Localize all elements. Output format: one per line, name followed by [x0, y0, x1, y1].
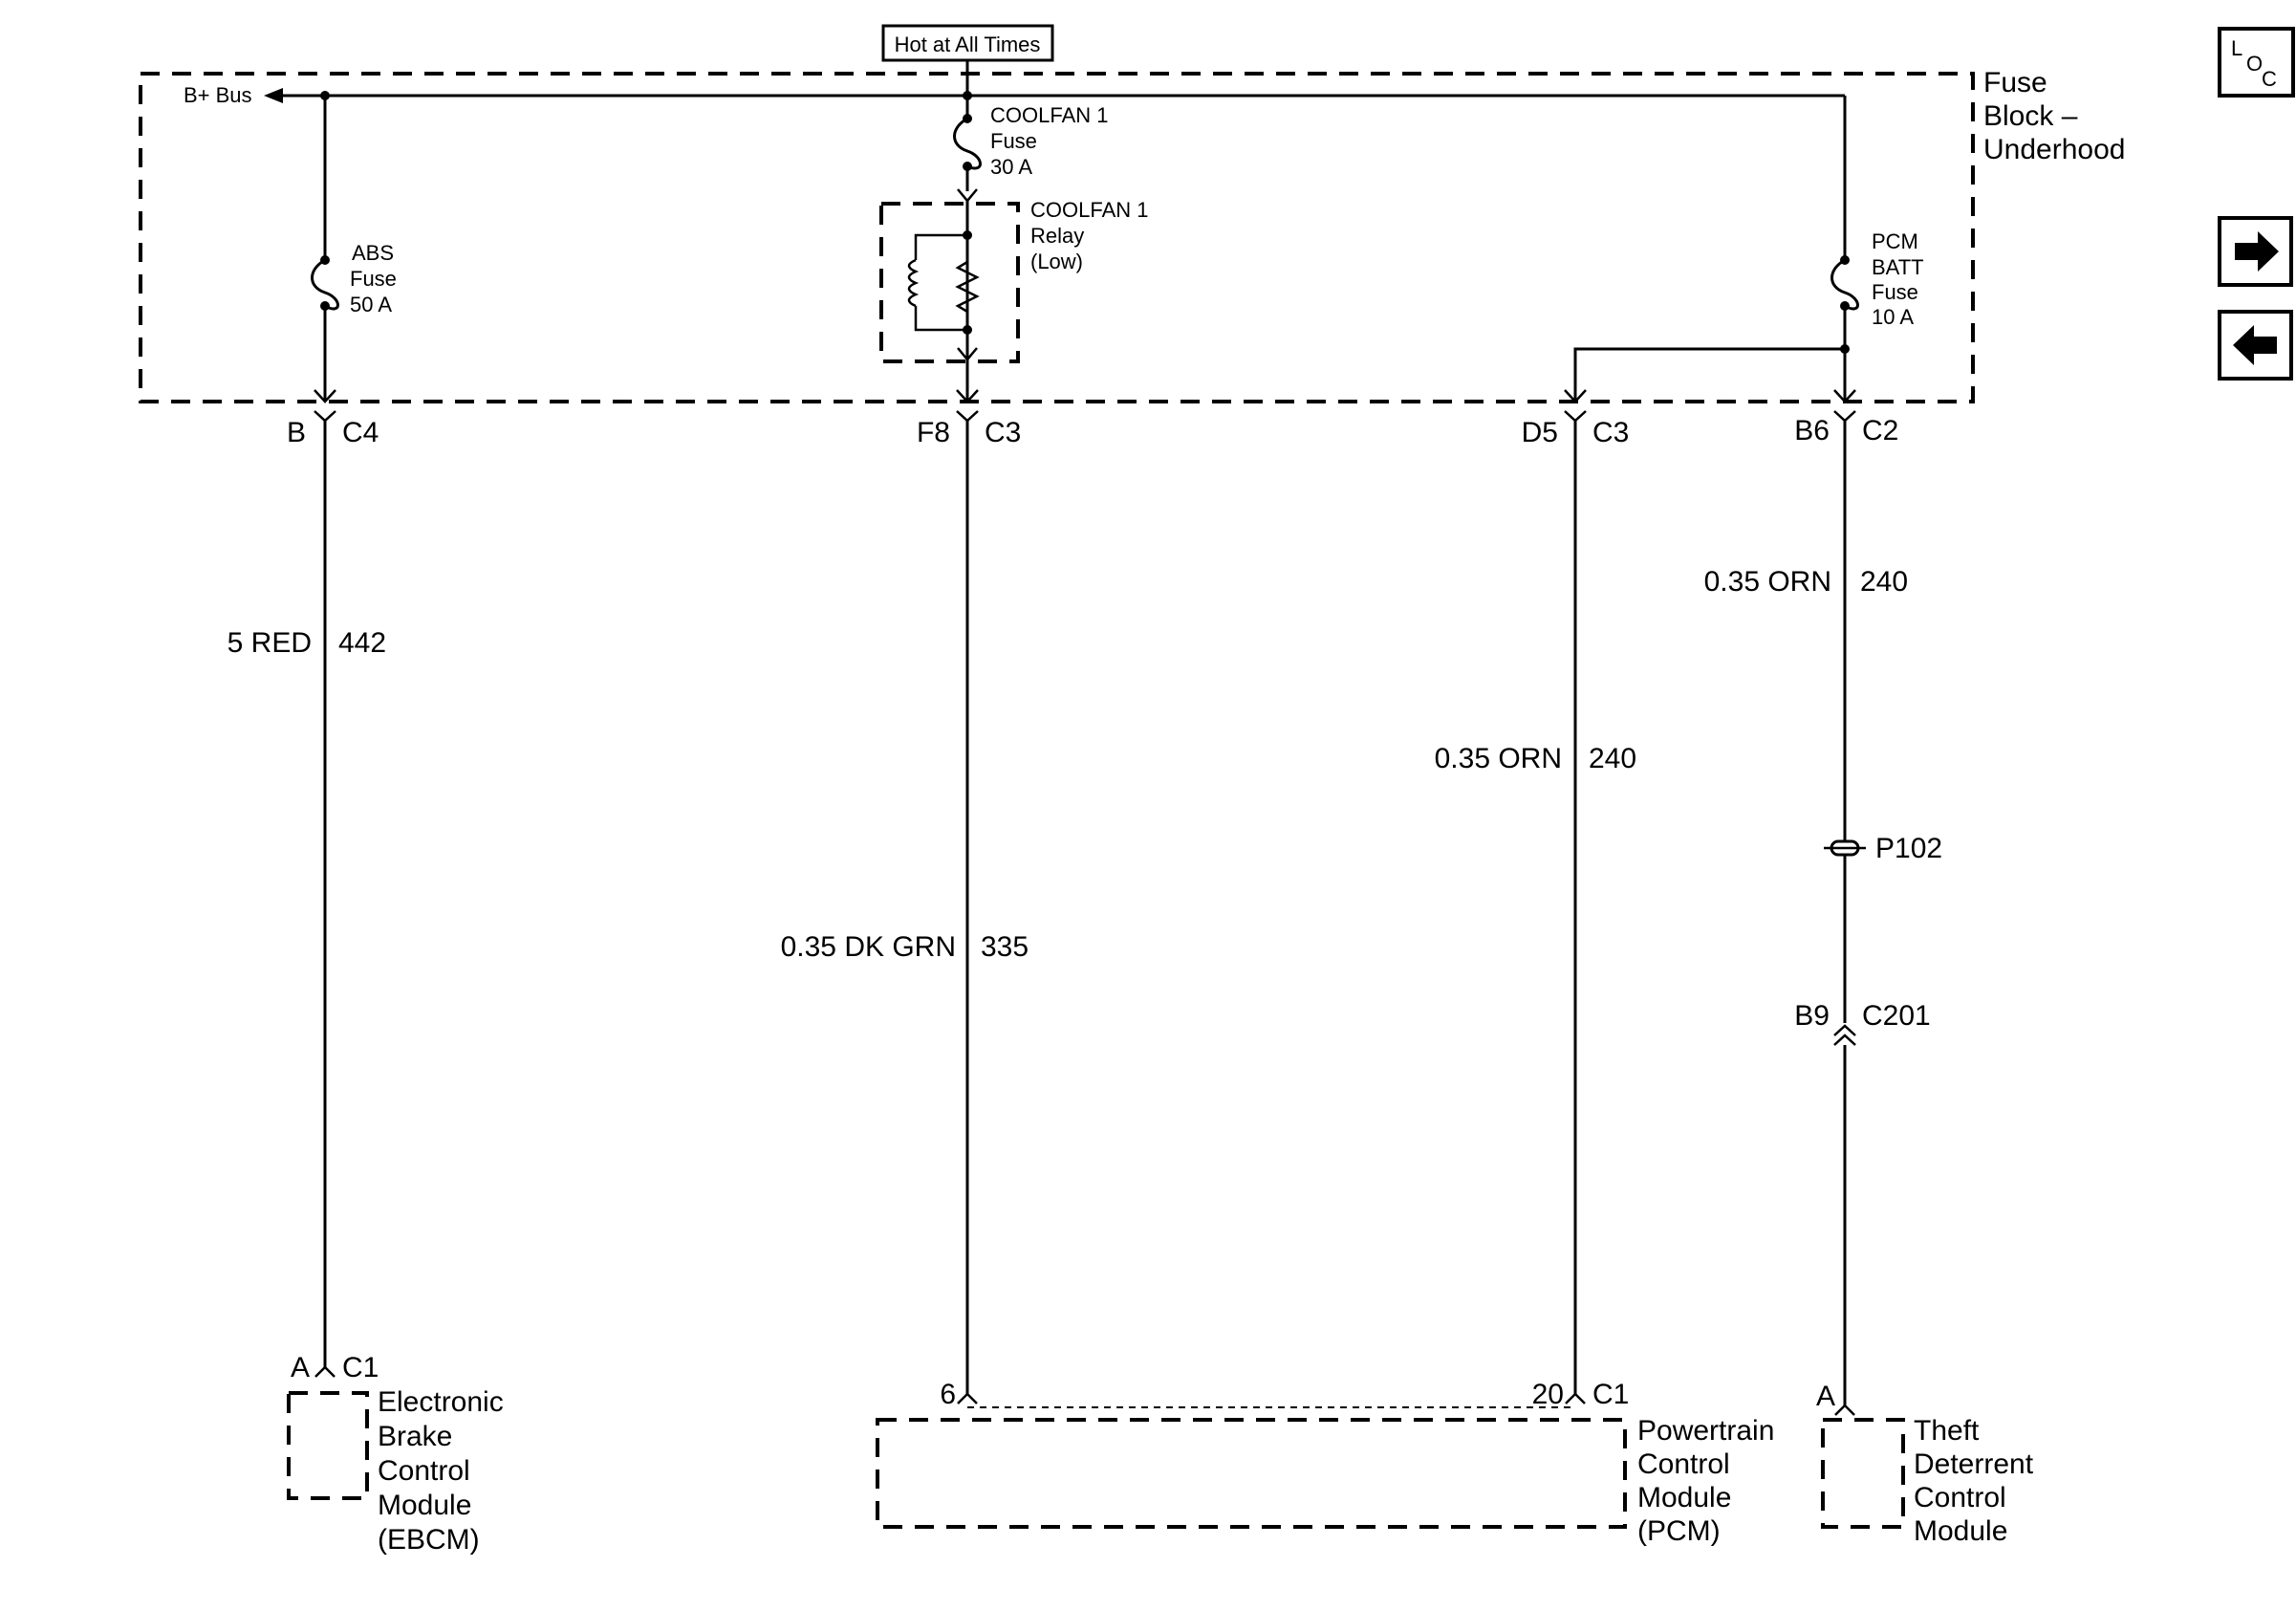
connector-c201	[1833, 1024, 1856, 1046]
wire-442-color: 5 RED	[227, 627, 312, 659]
tdcm-module-label: Theft Deterrent Control Module	[1914, 1415, 2041, 1547]
ebcm-module-box	[287, 1391, 369, 1500]
wire-335-circuit: 335	[981, 931, 1029, 963]
connector-pcm-pin6-label: 6	[940, 1379, 956, 1410]
connector-ebcm-c1	[314, 1365, 336, 1378]
pcm-module-box	[876, 1418, 1627, 1529]
loc-icon[interactable]	[2218, 27, 2295, 98]
connector-ebcm-c1-name: C1	[342, 1352, 379, 1383]
coolfan-relay-label: COOLFAN 1 Relay (Low)	[1030, 198, 1155, 273]
connector-c4-name: C4	[342, 417, 379, 448]
loc-letter-o: O	[2246, 52, 2263, 76]
connector-pcm-c1-pin: 20	[1532, 1379, 1564, 1410]
previous-page-button[interactable]	[2218, 310, 2293, 381]
pcm-batt-fuse	[1573, 96, 1859, 402]
fuse-block-title: Fuse Block – Underhood	[1983, 67, 2125, 165]
connector-c3-d5-name: C3	[1592, 417, 1629, 448]
wire-240-tdcm-color: 0.35 ORN	[1704, 566, 1831, 598]
fuse-block-outline	[139, 72, 1975, 403]
bplus-arrow	[264, 88, 283, 103]
wire-240-pcm-color: 0.35 ORN	[1435, 743, 1562, 774]
pcm-module-label: Powertrain Control Module (PCM)	[1637, 1415, 1783, 1547]
next-page-button[interactable]	[2218, 216, 2293, 287]
bplus-label: B+ Bus	[184, 83, 252, 107]
arrow-right-icon[interactable]	[2235, 231, 2279, 272]
arrow-left-icon[interactable]	[2233, 325, 2277, 365]
connector-c3-f8-name: C3	[985, 417, 1021, 448]
coolfan-relay	[879, 188, 1020, 402]
wire-240-tdcm-circuit: 240	[1860, 566, 1908, 598]
connector-c4-pin: B	[287, 417, 306, 448]
splice-p102-label: P102	[1875, 833, 1942, 864]
connector-tdcm-pin: A	[1816, 1381, 1835, 1412]
connector-pcm-c1	[1565, 1392, 1586, 1404]
ebcm-module-label: Electronic Brake Control Module (EBCM)	[378, 1386, 511, 1556]
connector-ebcm-c1-pin: A	[291, 1352, 310, 1383]
abs-fuse	[311, 96, 339, 402]
wire-240-pcm-circuit: 240	[1589, 743, 1636, 774]
tdcm-module-box	[1821, 1418, 1905, 1529]
hot-label: Hot at All Times	[895, 33, 1041, 56]
loc-letter-c: C	[2262, 67, 2277, 91]
wire-442-circuit: 442	[338, 627, 386, 659]
connector-c3-d5-pin: D5	[1522, 417, 1558, 448]
connector-pcm-pin6	[957, 1392, 978, 1404]
connector-pcm-c1-name: C1	[1592, 1379, 1629, 1410]
connector-c2-name: C2	[1862, 415, 1898, 446]
connector-c2-pin: B6	[1794, 415, 1830, 446]
abs-fuse-label: ABS Fuse 50 A	[350, 241, 402, 316]
splice-p102	[1824, 839, 1866, 857]
coolfan-fuse	[953, 96, 982, 191]
coolfan-fuse-label: COOLFAN 1 Fuse 30 A	[990, 103, 1115, 179]
connector-c201-pin: B9	[1794, 1000, 1830, 1032]
loc-button[interactable]: L O C	[2218, 27, 2295, 98]
connector-c3-f8-pin: F8	[917, 417, 950, 448]
wire-335-color: 0.35 DK GRN	[781, 931, 956, 963]
connector-c201-name: C201	[1862, 1000, 1931, 1032]
connector-tdcm	[1834, 1404, 1855, 1416]
pcm-batt-fuse-label: PCM BATT Fuse 10 A	[1872, 229, 1929, 329]
loc-letter-l: L	[2231, 36, 2242, 60]
